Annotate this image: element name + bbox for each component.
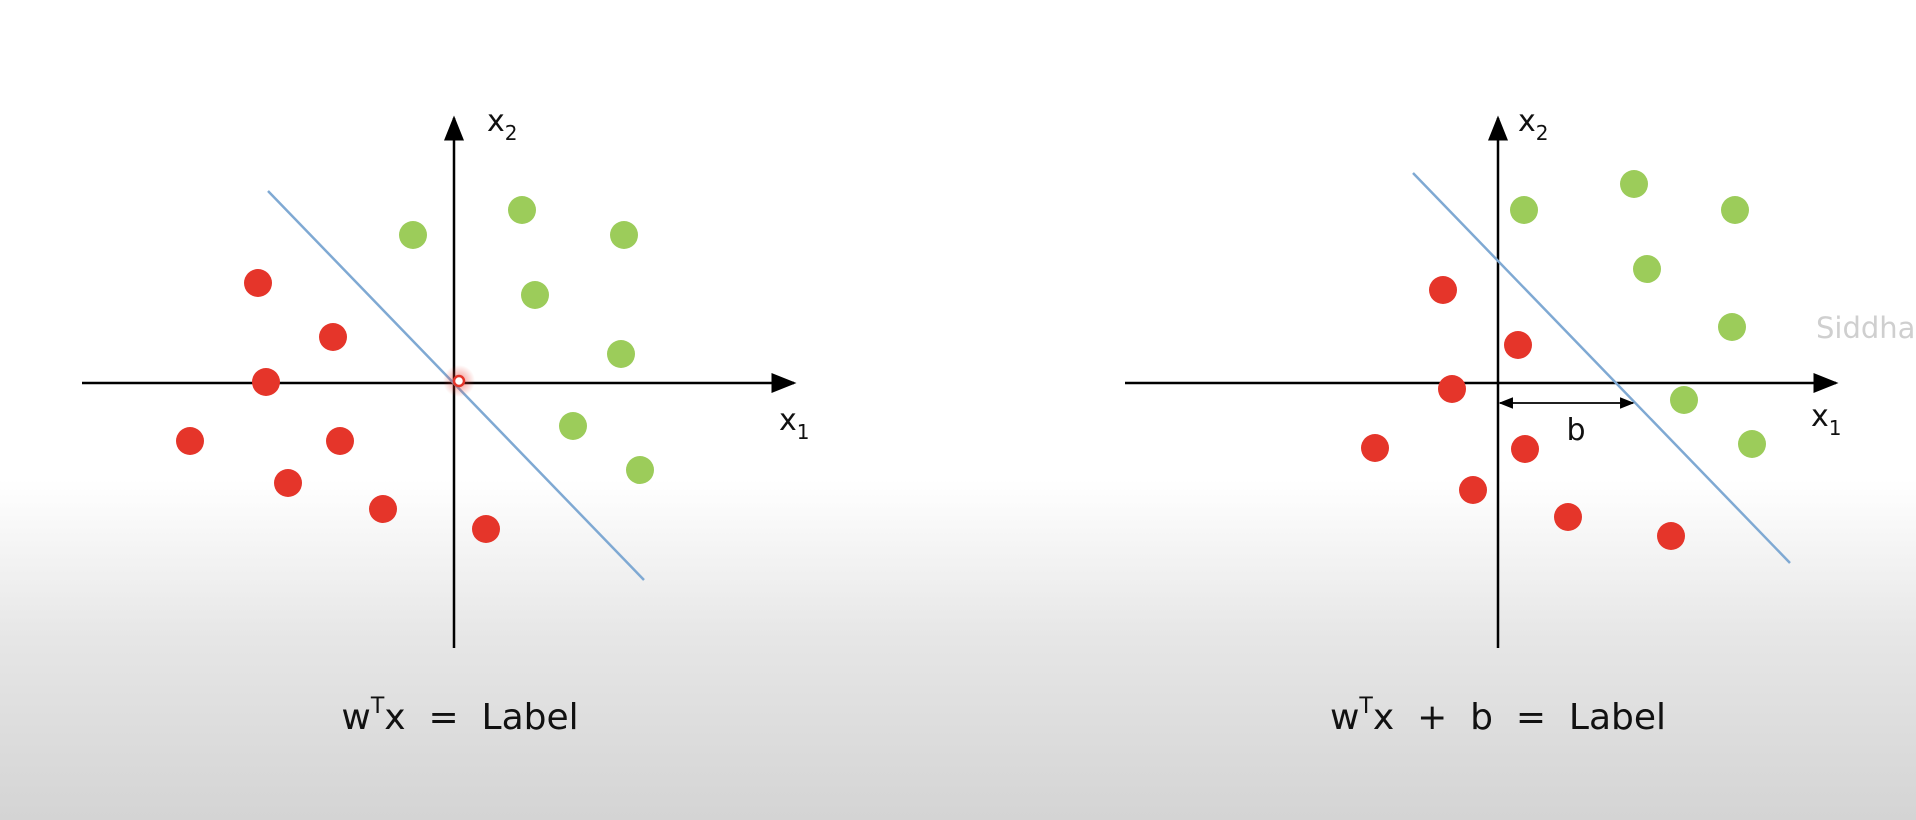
- left-x-axis-label: x1: [779, 403, 810, 444]
- red-point: [274, 469, 302, 497]
- red-point: [1459, 476, 1487, 504]
- red-point: [1657, 522, 1685, 550]
- origin-marker: [443, 365, 475, 397]
- green-point: [1721, 196, 1749, 224]
- red-point: [1361, 434, 1389, 462]
- green-point: [1633, 255, 1661, 283]
- green-point: [1510, 196, 1538, 224]
- red-point: [252, 368, 280, 396]
- right-green-points: [1510, 170, 1766, 458]
- red-point: [176, 427, 204, 455]
- green-point: [508, 196, 536, 224]
- right-y-axis-label: x2: [1518, 104, 1549, 145]
- red-point: [472, 515, 500, 543]
- red-point: [369, 495, 397, 523]
- right-x-axis-label: x1: [1811, 399, 1842, 440]
- left-green-points: [399, 196, 654, 484]
- right-red-points: [1361, 276, 1685, 550]
- right-formula: wTx + b = Label: [1330, 694, 1666, 738]
- right-decision-boundary: [1412, 172, 1791, 564]
- red-point: [1554, 503, 1582, 531]
- red-point: [319, 323, 347, 351]
- right-panel: b x2 x1 wTx + b = Label: [1125, 104, 1842, 738]
- green-point: [1670, 386, 1698, 414]
- bias-label: b: [1566, 413, 1585, 448]
- red-point: [1504, 331, 1532, 359]
- left-formula: wTx = Label: [341, 694, 578, 738]
- green-point: [607, 340, 635, 368]
- red-point: [1511, 435, 1539, 463]
- watermark-text: Siddha: [1816, 311, 1915, 345]
- green-point: [559, 412, 587, 440]
- green-point: [1738, 430, 1766, 458]
- green-point: [399, 221, 427, 249]
- left-red-points: [176, 269, 500, 543]
- left-y-axis-label: x2: [487, 104, 518, 145]
- red-point: [1438, 375, 1466, 403]
- red-point: [326, 427, 354, 455]
- green-point: [1620, 170, 1648, 198]
- green-point: [610, 221, 638, 249]
- green-point: [521, 281, 549, 309]
- red-point: [244, 269, 272, 297]
- green-point: [1718, 313, 1746, 341]
- red-point: [1429, 276, 1457, 304]
- left-panel: x2 x1 wTx = Label: [82, 104, 810, 738]
- green-point: [626, 456, 654, 484]
